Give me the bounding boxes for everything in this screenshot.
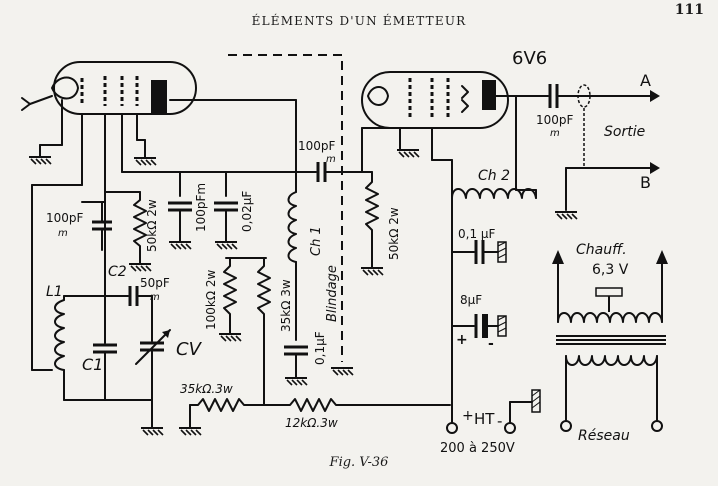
label-blindage: Blindage [325,265,340,322]
choke-ch1 [287,191,297,263]
label-c-100pf-left: 100pF [46,211,84,225]
terminal-ht-minus [504,422,516,434]
transformer-primary [565,355,658,366]
label-ht-plus: + [462,408,474,424]
shield-blindage [228,54,343,362]
transformer-secondary [557,312,663,323]
coil-l1 [54,299,65,371]
label-ch1: Ch 1 [309,226,324,256]
label-c-50pf: 50pF [140,276,170,290]
label-r-100k: 100kΩ 2w [204,270,218,330]
label-out-b: B [640,173,651,192]
page-number: 111 [674,2,704,18]
label-ht: HT [474,410,495,428]
label-c8-minus: - [488,336,494,352]
label-r-12k: 12kΩ.3w [285,416,338,430]
label-c1: C1 [82,355,103,374]
label-chauff: Chauff. [576,242,627,258]
label-r-35k-3w: 35kΩ 3w [279,279,293,332]
label-c-100pf-left-sub: m [58,228,68,239]
label-sortie: Sortie [604,124,645,140]
terminal-reseau-2 [651,420,663,432]
label-r-50k-grid: 50kΩ 2w [387,207,401,260]
label-c-01uf-lower: 0,1μF [313,331,327,365]
label-c2: C2 [108,264,127,280]
label-r-50k-left: 50kΩ 2w [145,199,159,252]
label-r-35k-bottom: 35kΩ.3w [180,382,233,396]
label-l1: L1 [46,284,63,300]
header-title: ÉLÉMENTS D'UN ÉMETTEUR [251,14,467,28]
label-c-grid-out: 100pF [298,139,336,153]
label-chauff-v: 6,3 V [592,262,629,278]
choke-ch2 [451,188,537,199]
capacitor-100pf-left [92,220,112,231]
label-c-grid-out-sub: m [326,154,336,165]
label-reseau: Réseau [578,428,630,444]
terminal-reseau-1 [560,420,572,432]
label-ch2: Ch 2 [478,168,510,184]
tube-6v6 [361,71,509,129]
label-tube-6v6: 6V6 [512,48,547,69]
label-c-50pf-sub: m [150,292,160,303]
label-ht-range: 200 à 250V [440,441,515,456]
terminal-ht-plus [446,422,458,434]
label-c8-plus: + [456,332,468,348]
figure-caption: Fig. V-36 [329,455,389,470]
label-c-8uf: 8μF [460,293,482,307]
tube-1 [21,61,197,115]
label-c-100pfm-mid: 100pFm [194,183,208,232]
label-cv: CV [176,339,203,360]
label-c-01uf: 0,1 μF [458,227,496,241]
label-c-output-sub: m [550,128,560,139]
label-c-002uf: 0,02μF [240,191,254,232]
label-c-output: 100pF [536,113,574,127]
label-out-a: A [640,71,651,90]
label-ht-minus: - [497,412,502,430]
